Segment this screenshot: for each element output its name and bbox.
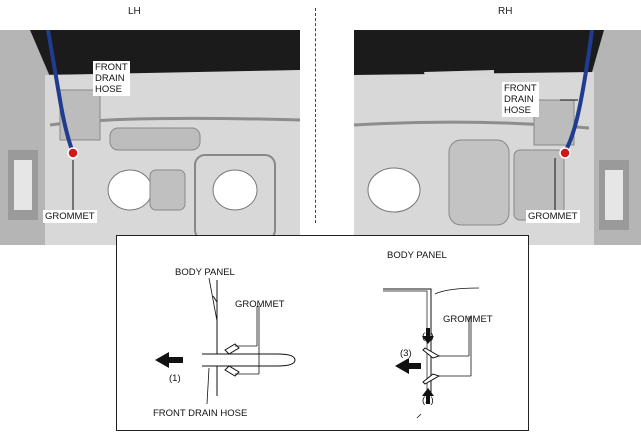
- rh-grommet-label: GROMMET: [526, 210, 580, 223]
- right-step-3-label: (3): [400, 348, 412, 359]
- lh-front-drain-hose-label: FRONT DRAIN HOSE: [93, 61, 130, 96]
- left-detail-figure: [155, 277, 296, 405]
- right-body-panel-label: BODY PANEL: [387, 250, 447, 261]
- lh-rh-divider: [315, 8, 316, 223]
- grommet-detail-drawing: [155, 277, 480, 419]
- left-front-drain-hose-label: FRONT DRAIN HOSE: [153, 408, 248, 419]
- lh-grommet-label: GROMMET: [43, 210, 97, 223]
- lh-body-photo: [0, 30, 300, 245]
- lh-side-label: LH: [128, 6, 141, 17]
- left-body-panel-label: BODY PANEL: [175, 267, 235, 278]
- left-step-1-label: (1): [169, 373, 181, 384]
- grommet-detail-box: BODY PANEL GROMMET (1) FRONT DRAIN HOSE …: [116, 235, 529, 431]
- right-step-2-lower-label: (2): [422, 395, 434, 406]
- left-grommet-label: GROMMET: [235, 299, 285, 310]
- rh-side-label: RH: [498, 6, 513, 17]
- right-step-2-upper-label: (2): [422, 331, 434, 342]
- right-grommet-label: GROMMET: [443, 314, 493, 325]
- rh-front-drain-hose-label: FRONT DRAIN HOSE: [502, 82, 539, 117]
- right-detail-figure: [383, 287, 480, 419]
